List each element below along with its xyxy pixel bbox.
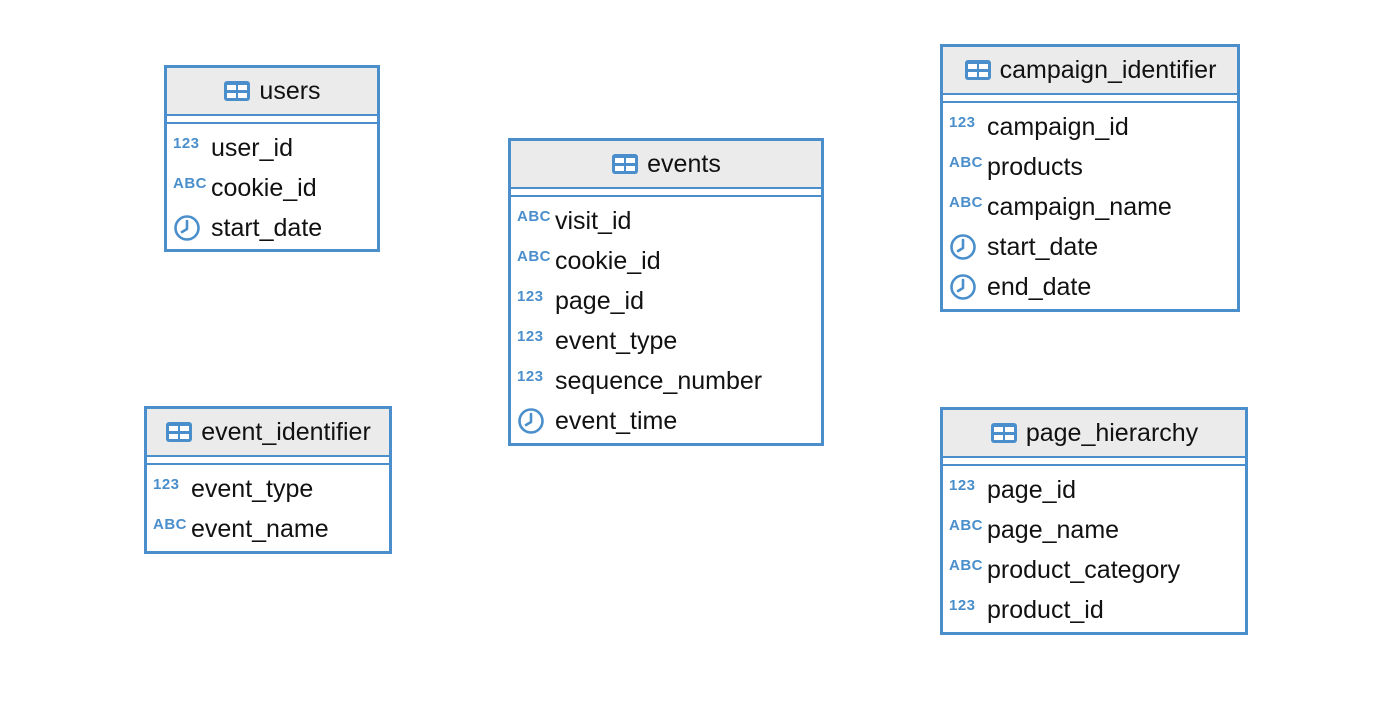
column-name: end_date (987, 272, 1092, 301)
column-name: campaign_id (987, 112, 1129, 141)
table-icon (611, 153, 639, 175)
column-row[interactable]: event_time (511, 401, 821, 441)
numeric-type-icon: 123 (517, 367, 544, 385)
entity-title: users (259, 76, 321, 105)
clock-icon (173, 214, 207, 242)
column-row[interactable]: 123 page_id (511, 281, 821, 321)
column-name: products (987, 152, 1083, 181)
column-row[interactable]: 123 user_id (167, 128, 377, 168)
clock-icon (949, 233, 983, 261)
clock-icon (517, 407, 551, 435)
text-type-icon: ABC (949, 516, 983, 534)
column-name: product_category (987, 555, 1181, 584)
column-name: page_name (987, 515, 1120, 544)
header-separator (943, 95, 1237, 103)
column-name: start_date (987, 232, 1099, 261)
header-separator (511, 189, 821, 197)
entity-header[interactable]: campaign_identifier (943, 47, 1237, 95)
entity-header[interactable]: page_hierarchy (943, 410, 1245, 458)
numeric-type-icon: 123 (949, 113, 976, 131)
clock-icon (949, 273, 983, 301)
entity-title: page_hierarchy (1025, 418, 1199, 447)
column-row[interactable]: 123 event_type (147, 469, 389, 509)
column-name: event_name (191, 514, 329, 543)
column-name: product_id (987, 595, 1104, 624)
entity-title: events (647, 149, 721, 178)
header-separator (167, 116, 377, 124)
text-type-icon: ABC (949, 193, 983, 211)
entity-header[interactable]: events (511, 141, 821, 189)
column-name: campaign_name (987, 192, 1172, 221)
table-icon (964, 59, 992, 81)
column-name: event_type (191, 474, 314, 503)
numeric-type-icon: 123 (517, 327, 544, 345)
column-row[interactable]: start_date (167, 208, 377, 248)
table-icon (223, 80, 251, 102)
column-name: start_date (211, 213, 323, 242)
entity-title: event_identifier (201, 417, 371, 446)
entity-header[interactable]: event_identifier (147, 409, 389, 457)
column-row[interactable]: 123 sequence_number (511, 361, 821, 401)
numeric-type-icon: 123 (949, 476, 976, 494)
entity-header[interactable]: users (167, 68, 377, 116)
column-name: sequence_number (555, 366, 763, 395)
header-separator (943, 458, 1245, 466)
text-type-icon: ABC (517, 207, 551, 225)
header-separator (147, 457, 389, 465)
table-icon (990, 422, 1018, 444)
column-name: user_id (211, 133, 293, 162)
table-icon (165, 421, 193, 443)
column-name: event_type (555, 326, 678, 355)
column-name: page_id (555, 286, 644, 315)
text-type-icon: ABC (173, 174, 207, 192)
text-type-icon: ABC (517, 247, 551, 265)
text-type-icon: ABC (949, 556, 983, 574)
column-row[interactable]: 123 product_id (943, 590, 1245, 630)
column-row[interactable]: 123 event_type (511, 321, 821, 361)
column-name: page_id (987, 475, 1076, 504)
column-name: cookie_id (211, 173, 317, 202)
numeric-type-icon: 123 (517, 287, 544, 305)
column-name: cookie_id (555, 246, 661, 275)
numeric-type-icon: 123 (153, 475, 180, 493)
column-row[interactable]: 123 page_id (943, 470, 1245, 510)
column-row[interactable]: 123 campaign_id (943, 107, 1237, 147)
text-type-icon: ABC (153, 515, 187, 533)
column-name: visit_id (555, 206, 632, 235)
numeric-type-icon: 123 (949, 596, 976, 614)
column-row[interactable]: end_date (943, 267, 1237, 307)
entity-title: campaign_identifier (999, 55, 1217, 84)
column-row[interactable]: start_date (943, 227, 1237, 267)
text-type-icon: ABC (949, 153, 983, 171)
numeric-type-icon: 123 (173, 134, 200, 152)
column-name: event_time (555, 406, 678, 435)
